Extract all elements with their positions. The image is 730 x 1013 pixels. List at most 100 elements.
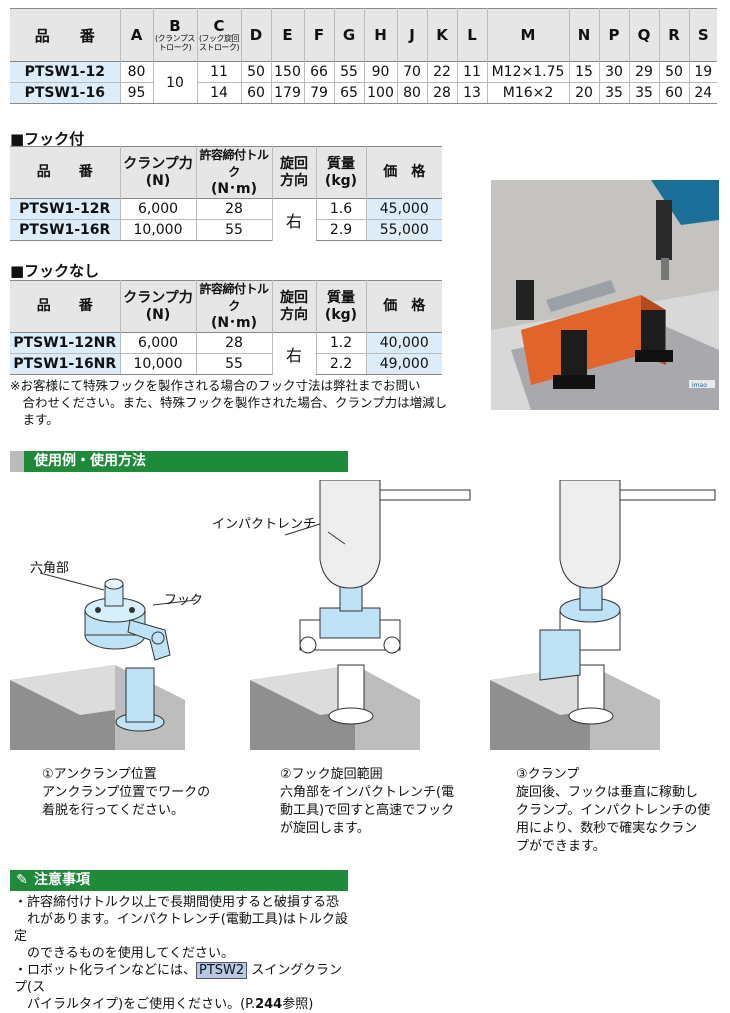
cell-k: 28 <box>426 82 457 104</box>
spec-table-hook-with: 品 番 クランプ力(N) 許容締付トルク(N･m) 旋回方向 質量(kg) 価 … <box>10 146 442 241</box>
dimension-table: 品 番 A B(クランプストローク) C(フック旋回ストローク) D E F G… <box>10 8 717 104</box>
col-header-g: G <box>333 8 364 62</box>
cell-name: PTSW1-12 <box>10 61 120 83</box>
col-header-f: F <box>303 8 334 62</box>
cell-name: PTSW1-12R <box>10 198 120 220</box>
section-heading-hook-with: ■フック付 <box>10 130 85 148</box>
cell-s: 19 <box>688 61 717 83</box>
cell-price: 45,000 <box>365 198 442 220</box>
cell-torque: 55 <box>195 353 272 375</box>
col-header-p: P <box>598 8 629 62</box>
col-header-a: A <box>119 8 153 62</box>
cell-price: 55,000 <box>365 219 442 241</box>
cell-clamp: 10,000 <box>119 353 196 375</box>
cell-m: M16×2 <box>486 82 569 104</box>
cell-k: 22 <box>426 61 457 83</box>
cautions-list: ・許容締付けトルク以上で長期間使用すると破損する恐 れがあります。インパクトレン… <box>14 894 354 1013</box>
cautions-section-bar: ✎注意事項 <box>10 870 348 891</box>
cell-n: 15 <box>568 61 599 83</box>
cell-q: 35 <box>628 82 659 104</box>
cell-clamp: 10,000 <box>119 219 196 241</box>
cell-name: PTSW1-12NR <box>10 332 120 354</box>
cell-g: 55 <box>333 61 364 83</box>
col-header-dir: 旋回方向 <box>271 280 316 333</box>
col-header-k: K <box>426 8 457 62</box>
cell-name: PTSW1-16 <box>10 82 120 104</box>
cell-a: 95 <box>119 82 153 104</box>
col-header-name: 品 番 <box>10 146 120 199</box>
cell-p: 30 <box>598 61 629 83</box>
col-header-mass: 質量(kg) <box>315 280 366 333</box>
cell-torque: 55 <box>195 219 272 241</box>
cell-clamp: 6,000 <box>119 198 196 220</box>
product-tag-ptsw2: PTSW2 <box>196 962 248 979</box>
wrench-icon: ✎ <box>16 872 28 888</box>
cell-q: 29 <box>628 61 659 83</box>
col-header-m: M <box>486 8 569 62</box>
usage-step2-caption: ②フック旋回範囲 六角部をインパクトレンチ(電 動工具)で回すと高速でフック が… <box>280 767 455 836</box>
cell-f: 66 <box>303 61 334 83</box>
special-hook-note: ※お客様にて特殊フックを製作される場合のフック寸法は弊社までお問い 合わせくださ… <box>10 378 448 427</box>
cell-r: 50 <box>658 61 689 83</box>
cell-d: 60 <box>240 82 271 104</box>
cell-f: 79 <box>303 82 334 104</box>
col-header-name: 品 番 <box>10 280 120 333</box>
usage-step1-illustration <box>10 572 197 750</box>
usage-step1-caption: ①アンクランプ位置 アンクランプ位置でワークの 着脱を行ってください。 <box>42 767 211 818</box>
table-row: PTSW1-16 95 14 60 179 79 65 100 80 28 13… <box>10 82 717 104</box>
cell-h: 90 <box>363 61 397 83</box>
cell-s: 24 <box>688 82 717 104</box>
col-header-r: R <box>658 8 689 62</box>
cell-mass: 2.2 <box>315 353 366 375</box>
table-row: PTSW1-16R 10,000 55 2.9 55,000 <box>10 219 442 241</box>
col-header-h: H <box>363 8 397 62</box>
cell-dir: 右 <box>271 332 316 375</box>
col-header-j: J <box>396 8 427 62</box>
col-header-d: D <box>240 8 271 62</box>
cell-dir: 右 <box>271 198 316 241</box>
label-hook: フック <box>164 593 204 608</box>
col-header-s: S <box>688 8 717 62</box>
cell-price: 49,000 <box>365 353 442 375</box>
cell-c: 11 <box>196 61 241 83</box>
caution-item-robot: ・ロボット化ラインなどには、PTSW2 スイングクランプ(ス <box>14 962 343 995</box>
table-row: PTSW1-16NR 10,000 55 2.2 49,000 <box>10 353 442 375</box>
product-photo: imao <box>491 180 719 410</box>
cell-l: 11 <box>456 61 487 83</box>
cell-mass: 2.9 <box>315 219 366 241</box>
cell-j: 80 <box>396 82 427 104</box>
cell-b: 10 <box>152 61 197 104</box>
cell-l: 13 <box>456 82 487 104</box>
usage-section-bar: 使用例・使用方法 <box>10 451 348 472</box>
photo-logo: imao <box>692 382 707 389</box>
cell-e: 150 <box>270 61 304 83</box>
col-header-mass: 質量(kg) <box>315 146 366 199</box>
cell-torque: 28 <box>195 198 272 220</box>
usage-step3-caption: ③クランプ 旋回後、フックは垂直に稼動し クランプ。インパクトレンチの使 用によ… <box>516 767 711 854</box>
cell-m: M12×1.75 <box>486 61 569 83</box>
col-header-price: 価 格 <box>365 146 442 199</box>
label-hex-part: 六角部 <box>30 561 70 576</box>
table-row: PTSW1-12 80 10 11 50 150 66 55 90 70 22 … <box>10 61 717 104</box>
col-header-e: E <box>270 8 304 62</box>
spec-table-hook-without: 品 番 クランプ力(N) 許容締付トルク(N･m) 旋回方向 質量(kg) 価 … <box>10 280 442 375</box>
label-impact-wrench: インパクトレンチ <box>212 517 317 532</box>
page-ref: 244 <box>255 997 283 1012</box>
col-header-clamp: クランプ力(N) <box>119 280 196 333</box>
col-header-c: C(フック旋回ストローク) <box>196 8 241 62</box>
cell-n: 20 <box>568 82 599 104</box>
section-heading-hook-without: ■フックなし <box>10 262 100 280</box>
col-header-q: Q <box>628 8 659 62</box>
cell-j: 70 <box>396 61 427 83</box>
usage-step2-illustration <box>250 480 471 750</box>
cell-name: PTSW1-16NR <box>10 353 120 375</box>
cell-e: 179 <box>270 82 304 104</box>
table-row: PTSW1-12NR 6,000 28 右 1.2 40,000 <box>10 332 442 375</box>
cell-h: 100 <box>363 82 397 104</box>
col-header-price: 価 格 <box>365 280 442 333</box>
col-header-dir: 旋回方向 <box>271 146 316 199</box>
col-header-b: B(クランプストローク) <box>152 8 197 62</box>
cell-mass: 1.6 <box>315 198 366 220</box>
cell-price: 40,000 <box>365 332 442 354</box>
cell-torque: 28 <box>195 332 272 354</box>
